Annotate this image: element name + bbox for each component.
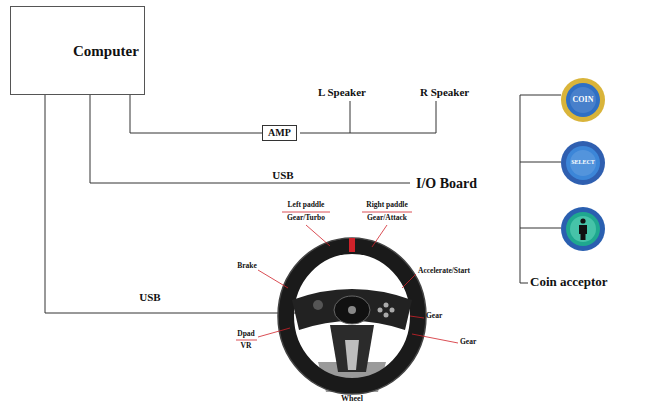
part-label: R Speaker — [420, 86, 469, 98]
callout-label: Gear — [460, 338, 476, 346]
part-label: USB — [272, 169, 293, 181]
node-label: SELECT — [571, 159, 595, 166]
callout-label: Right paddle — [366, 201, 407, 209]
node-label: Computer — [73, 42, 139, 60]
part-label: Coin acceptor — [530, 275, 608, 289]
part-label: L Speaker — [318, 86, 366, 98]
callout-label: VR — [241, 342, 252, 350]
callout-label: Accelerate/Start — [418, 267, 470, 275]
select-button: SELECT — [561, 141, 605, 185]
computer-box: Computer — [10, 6, 145, 95]
node-label: COIN — [573, 95, 594, 105]
coin-button: COIN — [561, 78, 605, 122]
callout-label: Gear — [426, 312, 442, 320]
callout-label: Gear/Attack — [367, 214, 407, 222]
part-label: USB — [139, 291, 160, 303]
callout-label: Left paddle — [288, 201, 325, 209]
callout-label: Gear/Turbo — [287, 214, 325, 222]
amp-box: AMP — [262, 125, 297, 141]
callout-label: Wheel — [341, 395, 363, 404]
node-label: AMP — [268, 127, 291, 139]
callout-label: Brake — [237, 262, 257, 270]
part-label: I/O Board — [416, 176, 477, 191]
callout-label: Dpad — [237, 330, 255, 338]
wire-connector — [130, 95, 262, 133]
